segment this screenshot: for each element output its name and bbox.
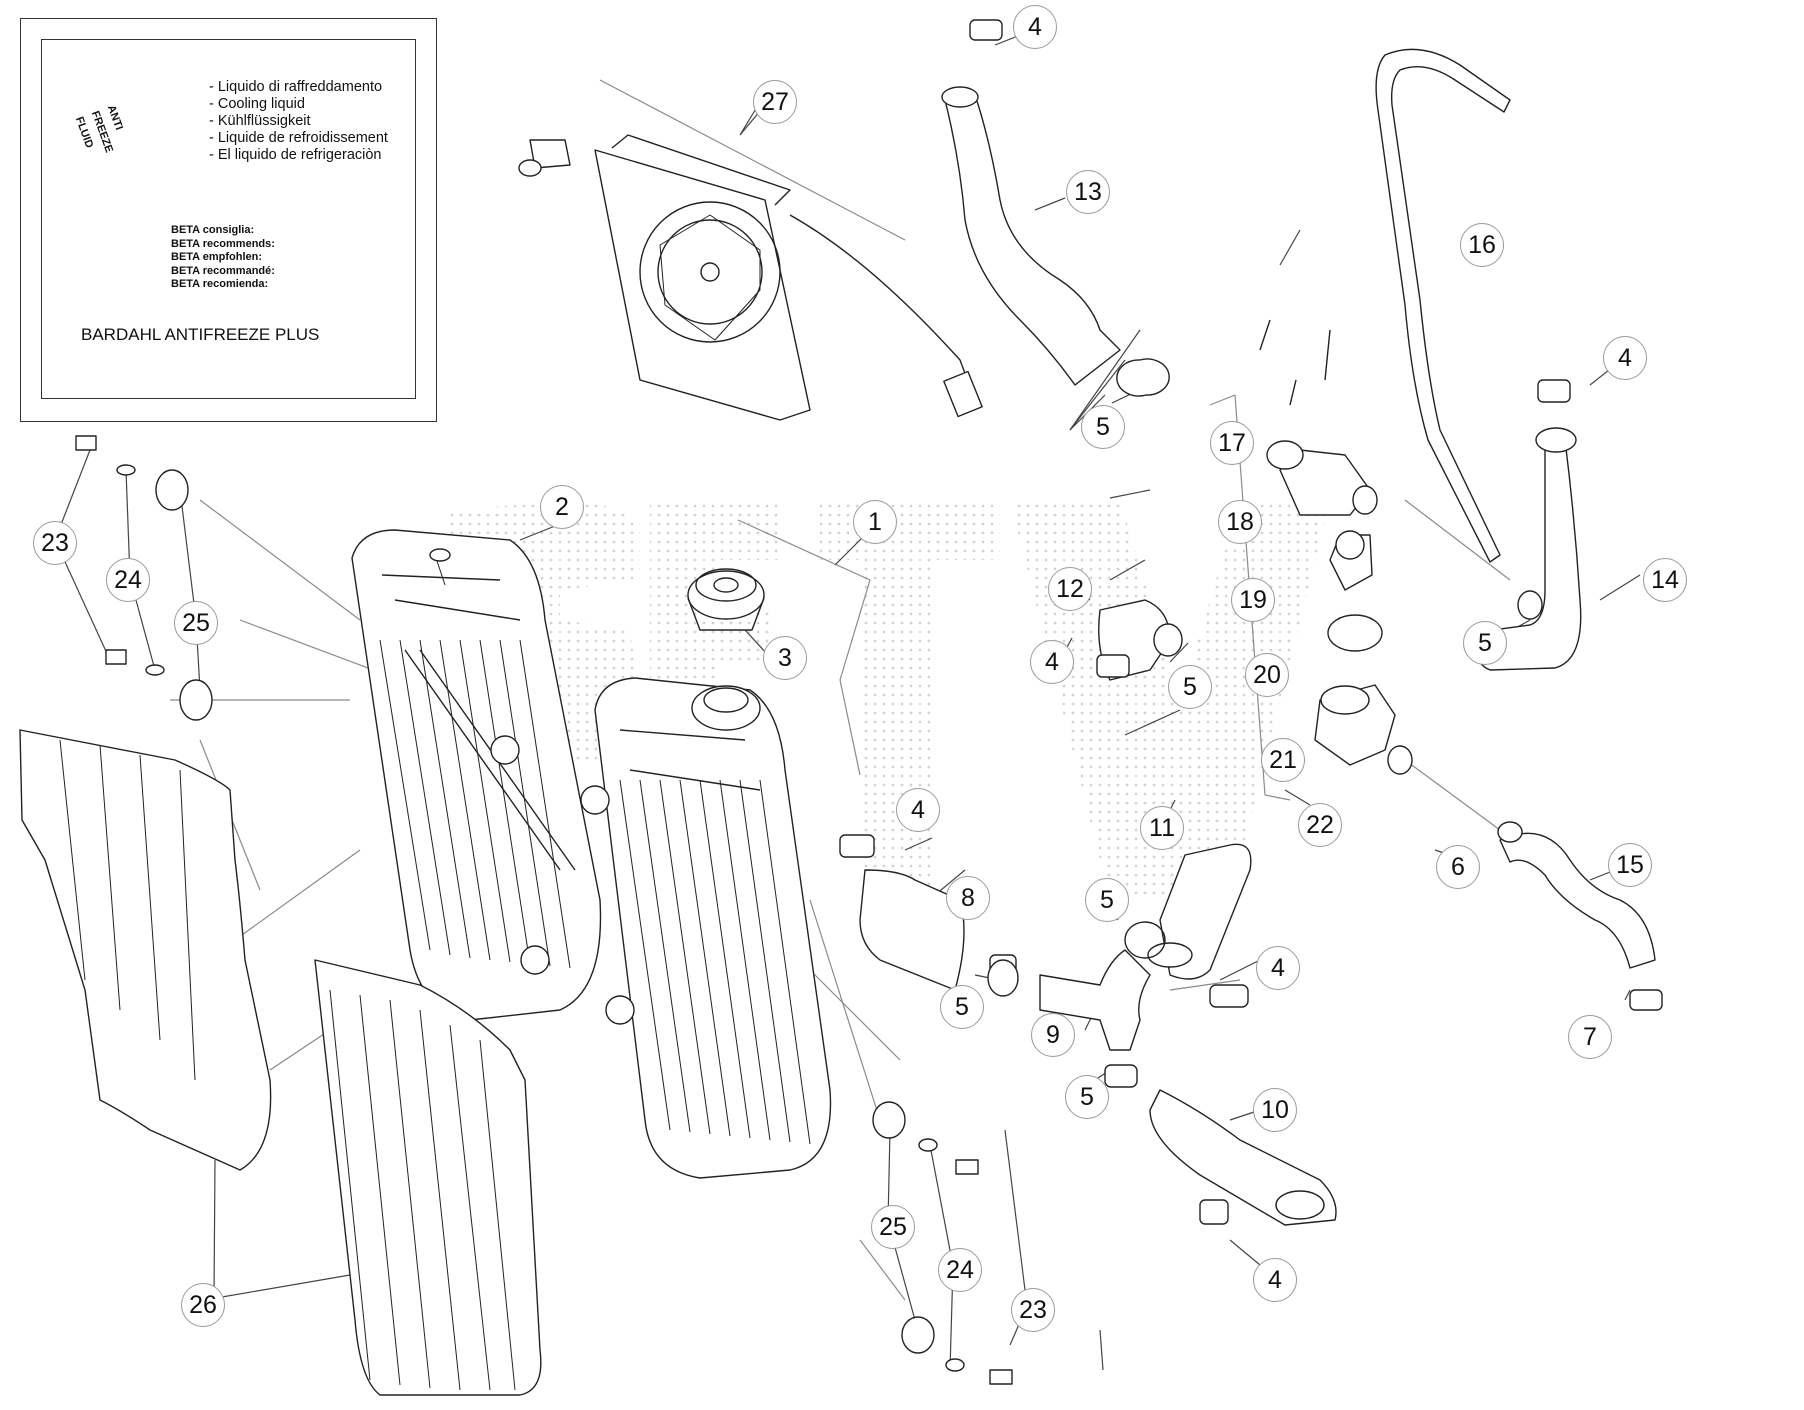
callout-25: 25 — [174, 601, 218, 645]
callout-1: 1 — [853, 500, 897, 544]
callout-4: 4 — [1253, 1258, 1297, 1302]
callout-7: 7 — [1568, 1015, 1612, 1059]
callout-26: 26 — [181, 1283, 225, 1327]
recommend-it: BETA consiglia: — [171, 224, 255, 236]
callout-3: 3 — [763, 636, 807, 680]
radiator-cap-drawing — [687, 568, 765, 631]
callout-24: 24 — [938, 1248, 982, 1292]
callout-8: 8 — [946, 876, 990, 920]
callout-22: 22 — [1298, 803, 1342, 847]
callout-16: 16 — [1460, 223, 1504, 267]
callout-2: 2 — [540, 485, 584, 529]
coolant-info-box: ANTI FREEZE FLUID - Liquido di raffredda… — [20, 18, 437, 422]
callout-11: 11 — [1140, 806, 1184, 850]
coolant-name-en: - Cooling liquid — [209, 96, 305, 112]
callout-27: 27 — [753, 80, 797, 124]
coolant-name-it: - Liquido di raffreddamento — [209, 79, 383, 95]
callout-24: 24 — [106, 558, 150, 602]
coolant-info-inner — [41, 39, 416, 399]
recommend-es: BETA recomienda: — [171, 278, 269, 290]
hose-13-drawing — [944, 94, 1121, 386]
callout-9: 9 — [1031, 1013, 1075, 1057]
recommend-de: BETA empfohlen: — [171, 251, 263, 263]
recommendations: BETA consiglia: BETA recommends: BETA em… — [171, 224, 275, 292]
radiator-shroud-drawing — [19, 729, 272, 1171]
callout-19: 19 — [1231, 578, 1275, 622]
coolant-name-de: - Kühlflüssigkeit — [209, 113, 311, 129]
callout-23: 23 — [1011, 1288, 1055, 1332]
callout-5: 5 — [1081, 405, 1125, 449]
callout-14: 14 — [1643, 558, 1687, 602]
radiator-right-drawing — [580, 677, 832, 1179]
hose-10-drawing — [1149, 1089, 1337, 1226]
callout-10: 10 — [1253, 1088, 1297, 1132]
radiator-left-drawing — [351, 529, 602, 1021]
thermostat-housing-drawing — [1259, 319, 1413, 775]
callout-4: 4 — [1603, 336, 1647, 380]
callout-5: 5 — [940, 985, 984, 1029]
coolant-name-es: - El liquido de refrigeraciòn — [209, 147, 382, 163]
coolant-name-fr: - Liquide de refroidissement — [209, 130, 388, 146]
hose-14-drawing — [1475, 434, 1582, 671]
callout-4: 4 — [1256, 946, 1300, 990]
callout-25: 25 — [871, 1205, 915, 1249]
callout-6: 6 — [1436, 845, 1480, 889]
hose-15-drawing — [1499, 832, 1656, 969]
callout-17: 17 — [1210, 421, 1254, 465]
radiator-louver-drawing — [314, 959, 542, 1396]
callout-5: 5 — [1065, 1075, 1109, 1119]
hose-8-drawing — [859, 869, 965, 991]
callout-12: 12 — [1048, 567, 1092, 611]
cooling-fan-assembly — [518, 134, 983, 421]
parts — [19, 19, 1663, 1396]
callout-5: 5 — [1085, 878, 1129, 922]
callout-5: 5 — [1463, 621, 1507, 665]
callout-4: 4 — [1013, 5, 1057, 49]
callout-5: 5 — [1168, 665, 1212, 709]
callout-13: 13 — [1066, 170, 1110, 214]
tee-9-drawing — [1039, 949, 1151, 1051]
callout-4: 4 — [896, 788, 940, 832]
product-name: BARDAHL ANTIFREEZE PLUS — [81, 325, 320, 344]
coolant-names: - Liquido di raffreddamento - Cooling li… — [209, 79, 388, 164]
hose-16-drawing — [1375, 48, 1511, 563]
callout-23: 23 — [33, 521, 77, 565]
recommend-fr: BETA recommandé: — [171, 264, 275, 277]
callout-18: 18 — [1218, 500, 1262, 544]
callout-21: 21 — [1261, 738, 1305, 782]
recommend-en: BETA recommends: — [171, 237, 275, 250]
callout-4: 4 — [1030, 640, 1074, 684]
callout-15: 15 — [1608, 843, 1652, 887]
callout-20: 20 — [1245, 653, 1289, 697]
